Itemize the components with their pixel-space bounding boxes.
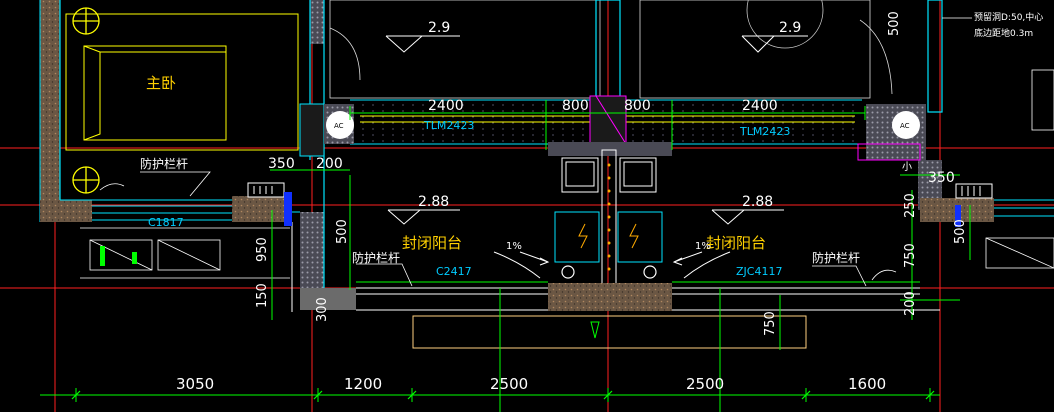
elevation-top-right-marker: [741, 35, 808, 53]
hatch-marks: [857, 143, 921, 161]
dim-1200: 1200: [344, 375, 382, 393]
dim-500-left: 500: [335, 219, 350, 244]
elevation-balcony-left-marker: [387, 209, 460, 225]
slope-arrows: [493, 251, 731, 279]
dim-350-left: 350: [268, 156, 295, 172]
right-window: [994, 199, 1054, 217]
sliding-door-band: [350, 99, 862, 145]
partition-wall-left: [299, 0, 325, 160]
upper-room-outlines: [329, 0, 893, 99]
dim-2500-right: 2500: [686, 375, 724, 393]
down-arrow: [590, 321, 600, 339]
elevation-balcony-right-marker: [711, 209, 784, 225]
elevation-top-right: 2.9: [779, 20, 801, 36]
water-heaters: [554, 211, 663, 263]
elevation-top-left: 2.9: [428, 20, 450, 36]
balcony-left-wall: [232, 160, 356, 312]
bed: [65, 13, 299, 151]
balcony-left-drain-pipe: [247, 182, 292, 226]
guardrail-label-left: 防护栏杆: [352, 250, 400, 265]
dim-150: 150: [255, 283, 270, 308]
ac-label-left: AC: [334, 122, 344, 130]
ac-label-right: AC: [900, 122, 910, 130]
dim-3050: 3050: [176, 375, 214, 393]
dimension-lines: [40, 100, 971, 412]
dim-2400-left: 2400: [428, 98, 464, 114]
opening-zjc4117: ZJC4117: [736, 265, 782, 278]
guardrail-leaders: [99, 171, 897, 287]
right-wall: [918, 0, 994, 227]
dim-300: 300: [315, 297, 330, 322]
elevation-balcony-right: 2.88: [742, 194, 773, 210]
dim-750-bottom: 750: [763, 311, 778, 336]
central-slab: [548, 283, 672, 311]
opening-tlm-left: TLM2423: [423, 119, 474, 132]
elevation-top-left-marker: [385, 35, 460, 53]
dim-200: 200: [316, 156, 343, 172]
slope-left: 1%: [506, 241, 522, 252]
dim-2400-right: 2400: [742, 98, 778, 114]
dim-250: 250: [903, 193, 918, 218]
note-line-2: 底边距地0.3m: [974, 27, 1033, 39]
dim-500-right: 500: [953, 219, 968, 244]
dimension-ticks: [71, 390, 935, 400]
opening-c1817: C1817: [148, 216, 184, 229]
dim-200-right: 200: [903, 291, 918, 316]
ac-unit-right: [866, 104, 926, 160]
dim-750-right: 750: [903, 243, 918, 268]
room-balcony-left: 封闭阳台: [402, 234, 462, 252]
dim-1600: 1600: [848, 375, 886, 393]
planter-outline: [412, 315, 807, 349]
lower-left-windows: [80, 227, 290, 279]
opening-tlm-right: TLM2423: [739, 125, 790, 138]
dim-800-right: 800: [624, 98, 651, 114]
slope-right: 1%: [695, 241, 711, 252]
room-balcony-right: 封闭阳台: [706, 234, 766, 252]
dim-350-right: 350: [928, 170, 955, 186]
dim-2500-left: 2500: [490, 375, 528, 393]
dim-500-top: 500: [887, 11, 902, 36]
window-c1817: [92, 199, 232, 221]
guardrail-label-right: 防护栏杆: [812, 250, 860, 265]
room-master-bedroom: 主卧: [146, 74, 176, 92]
guardrail-label-top: 防护栏杆: [140, 156, 188, 171]
opening-c2417: C2417: [436, 265, 472, 278]
floor-drains: [561, 265, 657, 279]
nightstand-lamp-top: [72, 7, 100, 35]
elevation-balcony-left: 2.88: [418, 194, 449, 210]
dim-950: 950: [255, 237, 270, 262]
nightstand-lamp-bottom: [72, 166, 100, 194]
left-wall: [39, 0, 92, 222]
note-line-1: 预留洞D:50,中心: [974, 11, 1043, 23]
balcony-parapet: [356, 287, 940, 311]
right-room-furniture: [985, 69, 1054, 269]
lower-left-window-marks: [100, 246, 137, 266]
ac-unit-left: [324, 104, 354, 144]
upper-room-door-swing: [746, 0, 824, 49]
laundry-sinks: [561, 157, 657, 193]
central-party-wall: [548, 0, 672, 286]
small-mark: 小: [902, 161, 912, 173]
dim-800-left: 800: [562, 98, 589, 114]
